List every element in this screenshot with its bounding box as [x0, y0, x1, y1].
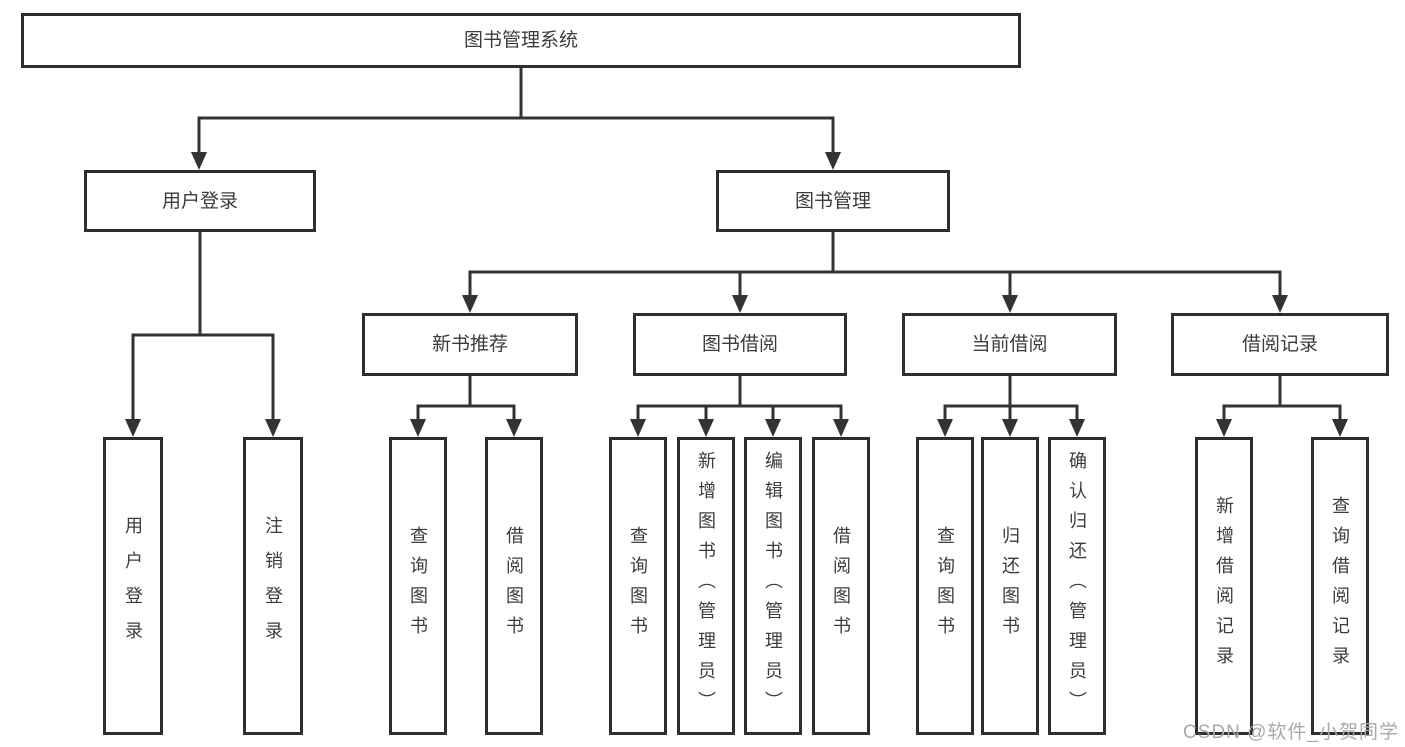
leaf-return-books: 归还图书	[981, 437, 1039, 735]
node-user-login: 用户登录	[84, 170, 316, 232]
leaf-user-login: 用户登录	[103, 437, 163, 735]
node-root: 图书管理系统	[21, 13, 1021, 68]
leaf-add-book-admin: 新增图书（管理员）	[677, 437, 735, 735]
leaf-add-borrow-record: 新增借阅记录	[1195, 437, 1253, 735]
watermark: CSDN @软件_小贺同学	[1183, 722, 1399, 743]
leaf-borrow-books: 借阅图书	[485, 437, 543, 735]
leaf-query-books: 查询图书	[609, 437, 667, 735]
arrowhead-icons	[125, 152, 1348, 437]
node-borrowing-records: 借阅记录	[1171, 313, 1389, 376]
leaf-borrow-books: 借阅图书	[812, 437, 870, 735]
leaf-confirm-return-admin: 确认归还（管理员）	[1048, 437, 1106, 735]
leaf-edit-book-admin: 编辑图书（管理员）	[744, 437, 802, 735]
leaf-query-books: 查询图书	[916, 437, 974, 735]
leaf-query-books: 查询图书	[389, 437, 447, 735]
leaf-logout: 注销登录	[243, 437, 303, 735]
node-book-borrowing: 图书借阅	[633, 313, 847, 376]
leaf-query-borrow-record: 查询借阅记录	[1311, 437, 1369, 735]
node-book-management: 图书管理	[716, 170, 950, 232]
node-current-borrowing: 当前借阅	[902, 313, 1117, 376]
node-new-book-recommendation: 新书推荐	[362, 313, 578, 376]
